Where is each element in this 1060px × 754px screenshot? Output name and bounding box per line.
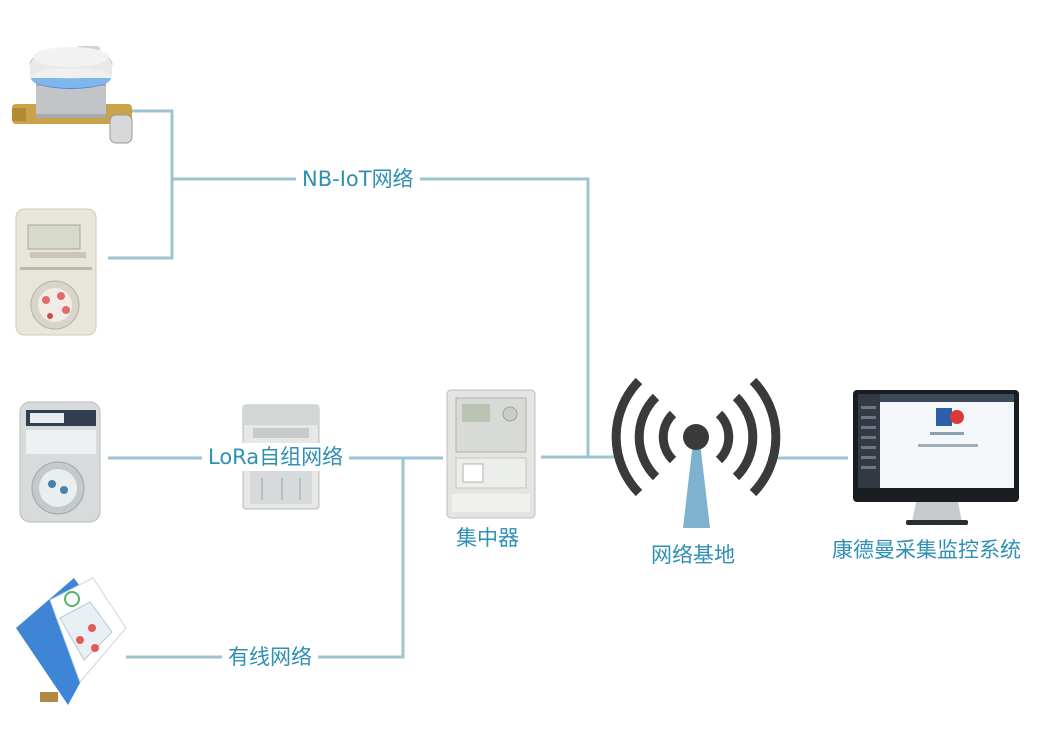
lora-water-meter (19, 401, 101, 523)
base-station-icon (611, 377, 781, 528)
monitor-icon (853, 390, 1019, 525)
nb-iot-lcd-water-meter (15, 208, 97, 336)
wired-water-meter (16, 577, 127, 705)
nb-iot-mechanical-water-meter (12, 46, 133, 144)
nbiot-network-label: NB-IoT网络 (296, 165, 420, 193)
monitoring-system-label: 康德曼采集监控系统 (832, 538, 1021, 562)
concentrator-label: 集中器 (456, 526, 519, 550)
wired-bracket-line (126, 458, 405, 659)
wired-network-label: 有线网络 (222, 643, 318, 671)
lora-network-label: LoRa自组网络 (202, 443, 350, 471)
base-station-label: 网络基地 (651, 543, 735, 567)
concentrator-device (446, 389, 536, 519)
connection-lines (108, 109, 848, 659)
nbiot-bracket-line (108, 109, 174, 260)
